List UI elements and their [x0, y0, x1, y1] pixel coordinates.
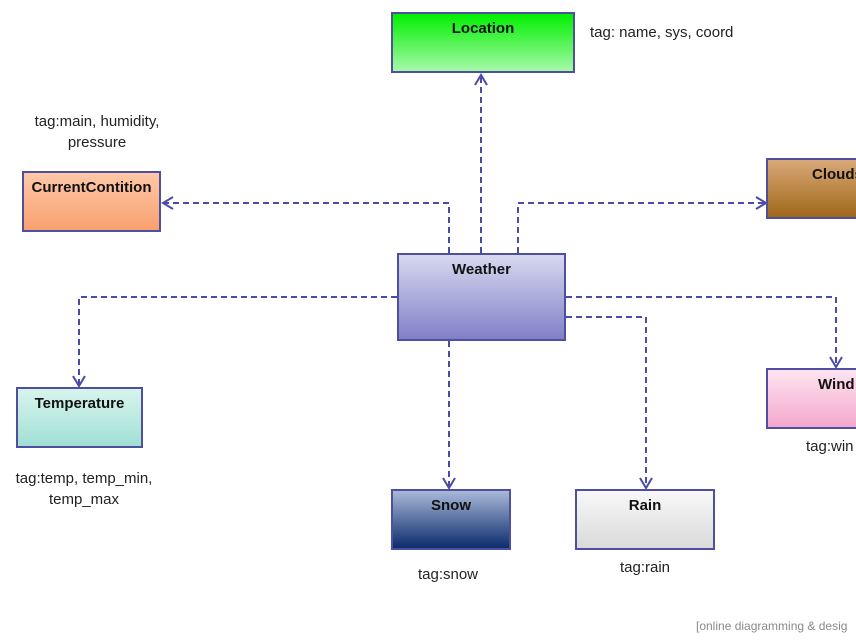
- location-node[interactable]: Location: [391, 12, 575, 73]
- edge-weather-clouds: [517, 196, 768, 253]
- wind-tag-note: tag:win: [806, 438, 854, 455]
- rain-tag-note: tag:rain: [619, 559, 671, 576]
- temperature-label: Temperature: [34, 395, 125, 412]
- snow-tag-note: tag:snow: [417, 566, 479, 583]
- snow-label: Snow: [431, 497, 471, 514]
- main-tag-note: tag:main, humidity, pressure: [22, 111, 172, 153]
- rain-label: Rain: [628, 497, 662, 514]
- main-tag-line1: tag:main, humidity,: [34, 113, 160, 130]
- watermark-text: [online diagramming & desig: [696, 619, 848, 633]
- snow-node[interactable]: Snow: [391, 489, 511, 550]
- temp-tag-line2: temp_max: [48, 491, 120, 508]
- wind-node[interactable]: Wind: [766, 368, 856, 429]
- weather-node[interactable]: Weather: [397, 253, 566, 341]
- edge-weather-rain: [566, 316, 653, 490]
- wind-label: Wind: [818, 376, 855, 393]
- location-tag-note: tag: name, sys, coord: [590, 24, 734, 41]
- clouds-label: Clouds: [812, 166, 856, 183]
- weather-label: Weather: [452, 261, 511, 278]
- current-condition-node[interactable]: CurrentContition: [22, 171, 161, 232]
- main-tag-line2: pressure: [67, 134, 127, 151]
- temperature-node[interactable]: Temperature: [16, 387, 143, 448]
- edge-weather-temperature: [72, 296, 397, 388]
- edge-weather-currentcondition: [161, 196, 450, 253]
- edge-weather-wind: [566, 296, 843, 369]
- location-label: Location: [451, 20, 515, 37]
- rain-node[interactable]: Rain: [575, 489, 715, 550]
- temp-tag-note: tag:temp, temp_min, temp_max: [8, 468, 160, 510]
- clouds-node[interactable]: Clouds: [766, 158, 856, 219]
- temp-tag-line1: tag:temp, temp_min,: [15, 470, 153, 487]
- current-condition-label: CurrentContition: [31, 179, 152, 196]
